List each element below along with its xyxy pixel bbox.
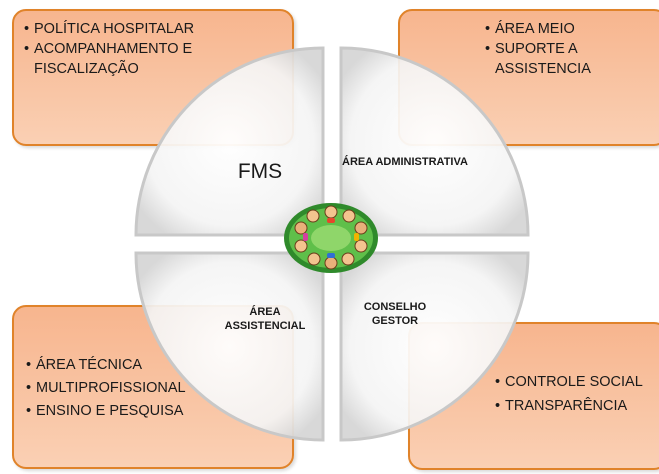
list-item: TRANSPARÊNCIA (495, 394, 659, 418)
list-item: ENSINO E PESQUISA (26, 400, 286, 423)
quadrant-label-bottom-left: ÁREA ASSISTENCIAL (224, 306, 306, 332)
segment-top-left (134, 46, 325, 237)
list-item: ÁREA TÉCNICA (26, 354, 286, 377)
list-item: ÁREA MEIO (485, 19, 655, 39)
top-right-list: ÁREA MEIO SUPORTE A ASSISTENCIA (485, 19, 655, 79)
quadrant-label-bottom-right: CONSELHO GESTOR (363, 301, 427, 327)
bottom-left-list: ÁREA TÉCNICA MULTIPROFISSIONAL ENSINO E … (26, 354, 286, 423)
list-item: POLÍTICA HOSPITALAR (24, 19, 284, 39)
list-item: SUPORTE A ASSISTENCIA (485, 39, 655, 79)
segment-top-right (339, 46, 530, 237)
list-item: ACOMPANHAMENTO E FISCALIZAÇÃO (24, 39, 284, 79)
children-circle-icon (284, 203, 378, 273)
quadrant-label-top-right: ÁREA ADMINISTRATIVA (342, 156, 468, 168)
quadrant-label-top-left: FMS (237, 160, 283, 183)
list-item: MULTIPROFISSIONAL (26, 377, 286, 400)
bottom-right-list: CONTROLE SOCIAL TRANSPARÊNCIA (495, 370, 659, 418)
list-item: CONTROLE SOCIAL (495, 370, 659, 394)
segment-bottom-right (339, 251, 530, 442)
segment-bottom-left (134, 251, 325, 442)
top-left-list: POLÍTICA HOSPITALAR ACOMPANHAMENTO E FIS… (24, 19, 284, 79)
